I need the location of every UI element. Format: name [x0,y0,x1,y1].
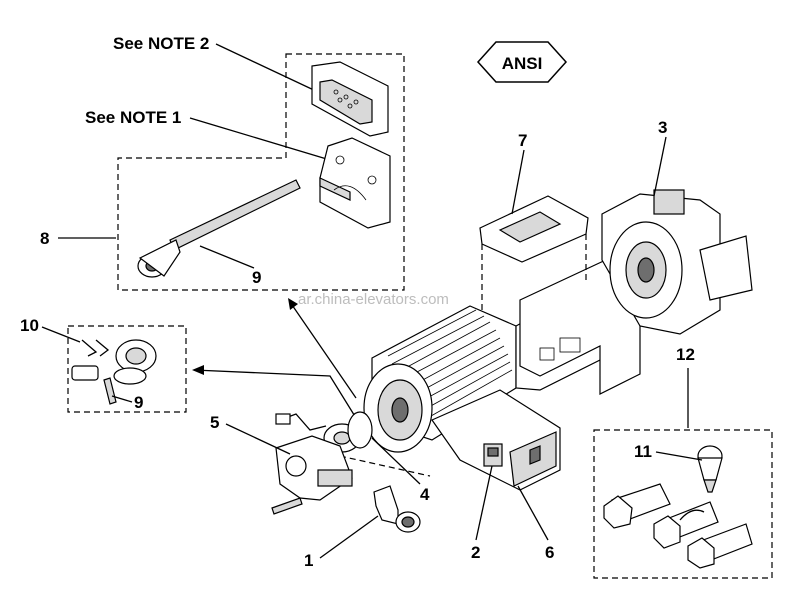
callout-6: 6 [545,543,554,562]
motor-assembly [363,257,641,453]
callout-8: 8 [40,229,49,248]
callout-11: 11 [634,442,652,461]
connector-block [483,443,503,467]
note-2-leader [215,43,319,93]
callout-3: 3 [658,118,667,137]
ansi-badge-label: ANSI [502,54,543,73]
callout-10: 10 [20,316,39,335]
watermark-text: ar.china-elevators.com [298,291,449,308]
encoder-mount-guide [339,455,431,477]
encoder-mount [275,411,373,453]
bolts-kit [603,445,753,569]
cover-plate-guides [481,234,587,310]
kit-12-boundary [593,429,773,579]
note-2-label: See NOTE 2 [113,34,209,53]
db9-connector [311,61,389,137]
mounting-bracket [319,137,391,229]
callout-5: 5 [210,413,219,432]
callout-9-left: 9 [134,393,143,412]
callout-4: 4 [420,485,430,504]
cover-plate [479,195,589,263]
ansi-badge: ANSI [476,41,568,83]
callout-7: 7 [518,131,527,150]
arrow-to-bolt-kit [288,298,357,399]
terminal-box [431,389,561,491]
brake-assembly [601,189,753,335]
bracket-arm [271,435,353,515]
bushing [373,485,421,533]
callout-12: 12 [676,345,695,364]
callout-1: 1 [304,551,313,570]
arrow-to-encoder-kit [192,365,357,419]
note-1-leader [189,117,331,161]
callout-2: 2 [471,543,480,562]
kit-8-boundary [117,53,405,291]
callout-9-top: 9 [252,268,261,287]
long-bolt [137,179,301,278]
kit-10-boundary [67,325,187,413]
encoder-kit [71,339,157,405]
note-1-label: See NOTE 1 [85,108,181,127]
